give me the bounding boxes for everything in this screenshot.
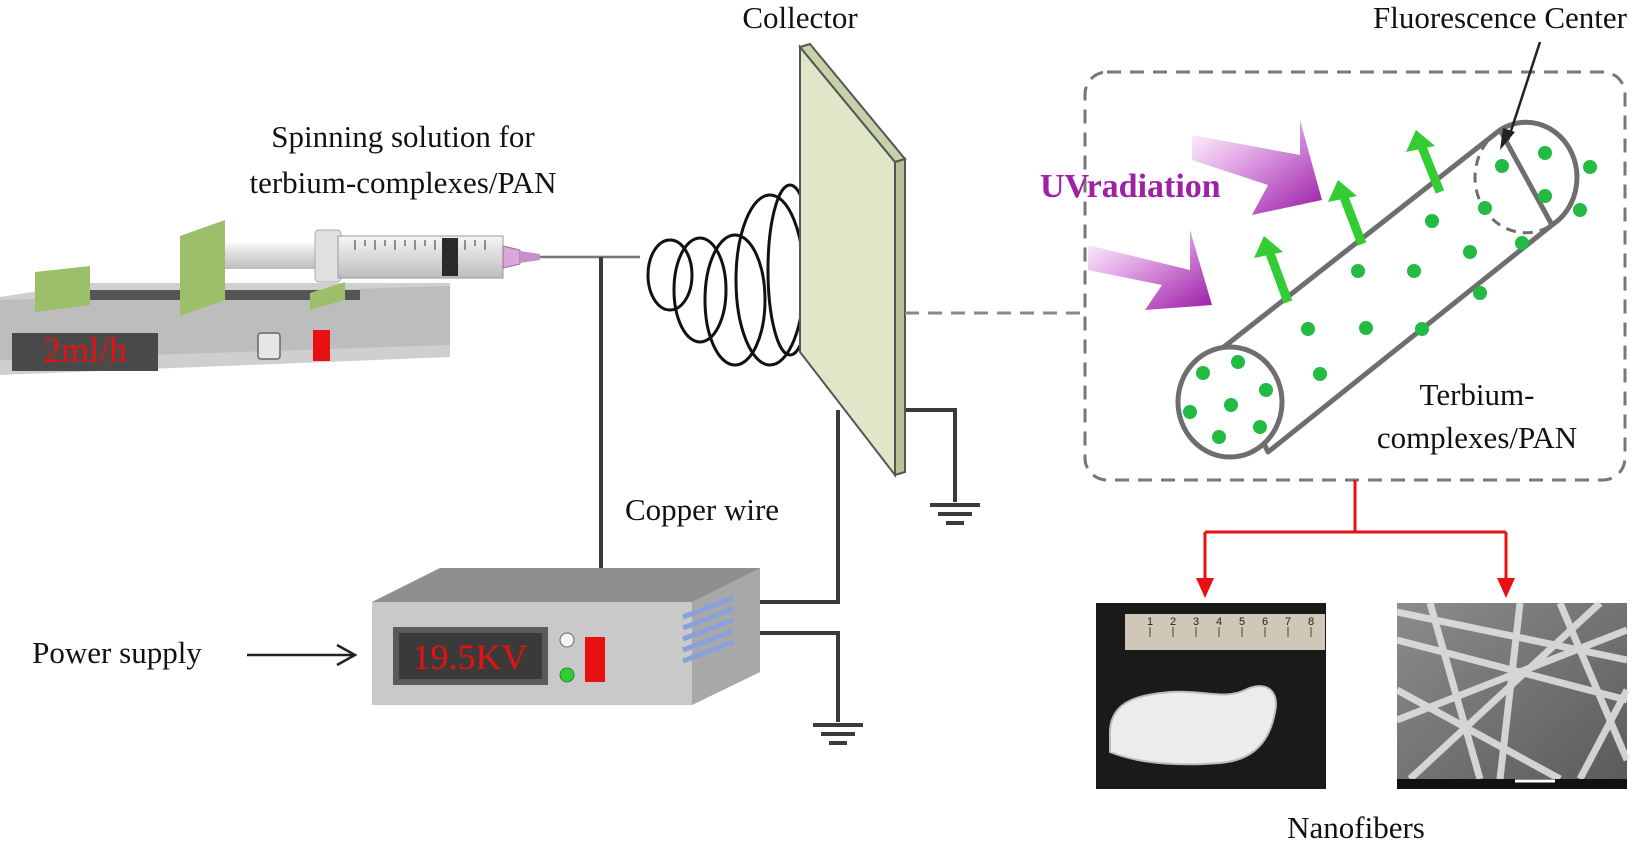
pump-indicator <box>313 330 330 361</box>
ruler-tick: 4 <box>1216 616 1222 628</box>
uv-arrow-icon-lower <box>1088 230 1212 310</box>
pump-flow-rate: 2ml/h <box>43 330 127 370</box>
nanofiber-connectors <box>1203 480 1508 582</box>
arrowhead-right-icon <box>1497 578 1515 598</box>
syringe-stopper <box>442 238 458 276</box>
ruler-tick: 3 <box>1193 616 1199 628</box>
ruler-tick: 6 <box>1262 616 1268 628</box>
syringe-tip <box>520 251 540 263</box>
label-fluorescence-center: Fluorescence Center <box>1373 0 1628 35</box>
ruler-tick: 8 <box>1308 616 1314 628</box>
label-spinning-solution-line1: Spinning solution for <box>271 119 535 154</box>
syringe-pump: 2ml/h <box>0 220 450 375</box>
syringe <box>225 229 640 283</box>
label-uv-radiation: UVradiation <box>1040 168 1221 205</box>
ruler-tick: 1 <box>1147 616 1153 628</box>
pump-clamp-center <box>180 220 225 316</box>
syringe-barrel <box>337 235 504 279</box>
fiber-back-end <box>1498 119 1580 228</box>
power-led-white <box>559 632 575 648</box>
emission-arrow-icon <box>1254 236 1293 304</box>
power-side <box>692 568 760 705</box>
label-spinning-solution-line2: terbium-complexes/PAN <box>249 165 556 200</box>
collector-side <box>894 157 906 477</box>
uv-arrow-icon-upper <box>1192 120 1322 215</box>
label-terbium-line1: Terbium- <box>1420 377 1535 412</box>
emission-arrow-icon <box>1328 180 1367 246</box>
label-nanofibers: Nanofibers <box>1287 810 1425 844</box>
fluorescent-dots <box>1183 146 1597 444</box>
ruler-tick: 5 <box>1239 616 1245 628</box>
collector-face <box>799 44 896 478</box>
arrowhead-left-icon <box>1196 578 1214 598</box>
ruler-tick: 7 <box>1285 616 1291 628</box>
syringe-hub <box>502 245 521 269</box>
label-collector: Collector <box>742 0 858 35</box>
wire-collector-ground <box>895 408 957 502</box>
nanofiber-mat <box>1109 685 1277 766</box>
power-display <box>399 633 542 679</box>
photo-nanofiber-mat: 1 2 3 4 5 6 7 8 <box>1096 603 1326 789</box>
syringe-flange <box>314 229 342 283</box>
jet-spiral <box>646 183 814 367</box>
pump-clamp-left <box>35 266 90 312</box>
sem-fibers <box>1395 600 1631 783</box>
collector-plate <box>798 42 907 478</box>
wire-power-ground <box>737 631 840 722</box>
ground-symbol-collector <box>930 503 980 525</box>
power-voltage: 19.5KV <box>413 637 528 677</box>
pump-switch-icon <box>257 332 281 360</box>
label-power-supply: Power supply <box>32 635 202 670</box>
fluorescence-center-pointer <box>1500 41 1542 150</box>
label-copper-wire: Copper wire <box>625 492 779 527</box>
pump-display <box>12 333 158 371</box>
emission-arrow-icon <box>1406 130 1445 194</box>
emission-arrows <box>1254 130 1445 304</box>
power-vent-icon <box>682 595 734 664</box>
ruler-tick: 2 <box>1170 616 1176 628</box>
ruler <box>1149 627 1312 637</box>
power-led-green <box>559 667 575 683</box>
sem-image <box>1395 600 1631 789</box>
power-supply-arrow <box>247 643 358 667</box>
pump-clamp-right <box>310 282 345 310</box>
label-terbium-line2: complexes/PAN <box>1377 420 1577 455</box>
wiring <box>599 257 957 722</box>
power-indicator <box>585 637 605 682</box>
power-supply: 19.5KV <box>372 568 760 705</box>
ground-symbol-power <box>813 723 863 745</box>
wire-power-to-collector <box>737 410 840 604</box>
power-top <box>372 568 760 602</box>
syringe-graduations <box>354 240 486 250</box>
